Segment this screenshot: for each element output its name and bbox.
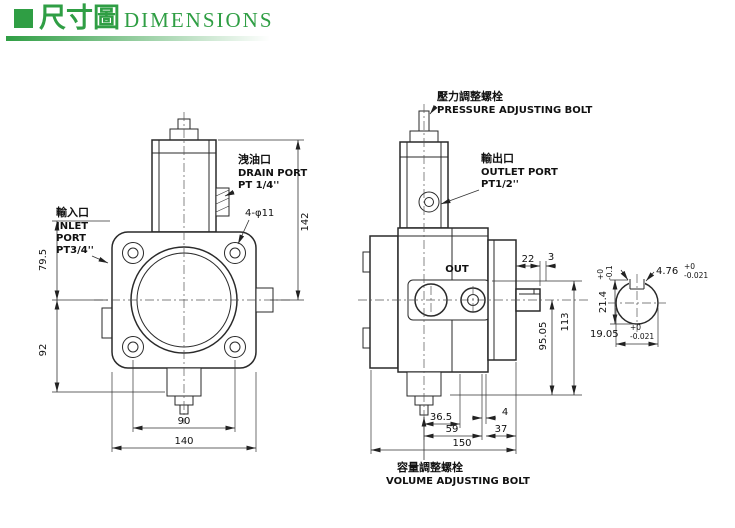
page-title-en: DIMENSIONS [124, 7, 274, 32]
inlet-port-cjk: 輸入口 [56, 205, 89, 219]
dim-150-label: 150 [452, 438, 471, 449]
drain-port-boss [215, 187, 230, 217]
pressure-bolt-en: PRESSURE ADJUSTING BOLT [437, 105, 592, 116]
dim-140-label: 140 [174, 436, 193, 447]
dim-142: 142 [218, 139, 311, 301]
outlet-port-en: OUTLET PORT [481, 167, 558, 178]
inlet-port-en2: PORT [56, 233, 86, 244]
dim-4: 4 [472, 374, 508, 440]
dim-diameter-label: 19.05 [590, 329, 619, 340]
dim-113-label: 113 [560, 312, 571, 331]
dim-90-label: 90 [178, 416, 191, 427]
title-bullet-icon [14, 8, 33, 28]
drain-port-en: DRAIN PORT [238, 168, 307, 179]
dim-59-label: 59 [446, 424, 459, 435]
dim-key-width-label: 4.76 [656, 266, 678, 277]
dim-diameter-tol-minus: -0.021 [630, 332, 654, 341]
dim-22: 22 [516, 254, 541, 286]
inlet-port-en1: INLET [56, 221, 88, 232]
mounting-flange [369, 235, 399, 369]
dim-diameter: 19.05 +0 -0.021 [590, 308, 659, 347]
volume-bolt-cjk: 容量調整螺栓 [396, 460, 463, 474]
dim-37: 37 [486, 362, 517, 454]
dim-key-width-tol-plus: +0 [684, 262, 695, 271]
inlet-port-callout: 輸入口 INLET PORT PT3/4'' [56, 205, 109, 264]
dim-22-label: 22 [522, 254, 535, 265]
dim-key-height-label: 21.4 [598, 291, 609, 313]
bolt-holes-label: 4-φ11 [245, 208, 274, 219]
inlet-port-size: PT3/4'' [56, 245, 94, 256]
dim-92-label: 92 [38, 344, 49, 357]
dim-150: 150 [370, 370, 516, 454]
drain-port-size: PT 1/4'' [238, 180, 279, 191]
page-title-cjk: 尺寸圖 [39, 3, 120, 33]
drain-port-cjk: 洩油口 [238, 152, 271, 166]
dim-95-05-label: 95.05 [538, 322, 549, 351]
dim-142-label: 142 [300, 212, 311, 231]
side-view: OUT 22 3 95.05 [358, 89, 592, 487]
dim-79-5: 79.5 [38, 220, 110, 301]
outlet-port-cjk: 輸出口 [481, 151, 514, 165]
title-underline [6, 35, 270, 41]
volume-bolt-callout: 容量調整螺栓 VOLUME ADJUSTING BOLT [386, 417, 530, 487]
dim-diameter-tol-plus: +0 [630, 323, 641, 332]
shaft-detail: 4.76 +0 -0.021 21.4 +0 -0.1 19 [590, 262, 708, 347]
outlet-port-callout: 輸出口 OUTLET PORT PT1/2'' [440, 151, 558, 205]
dim-key-height-tol-plus: +0 [596, 269, 605, 280]
dim-79-5-label: 79.5 [38, 249, 49, 271]
dim-59: 59 [424, 424, 482, 439]
inlet-boss [101, 307, 113, 339]
drain-port-callout: 洩油口 DRAIN PORT PT 1/4'' [224, 152, 307, 197]
out-port-label: OUT [445, 264, 469, 275]
outlet-port-circle [418, 191, 440, 213]
dim-37-label: 37 [495, 424, 508, 435]
outlet-port-size: PT1/2'' [481, 179, 519, 190]
dim-113: 113 [492, 280, 582, 395]
pressure-bolt-callout: 壓力調整螺栓 PRESSURE ADJUSTING BOLT [429, 89, 592, 116]
dim-key-width: 4.76 +0 -0.021 [620, 262, 708, 282]
dim-140: 140 [111, 372, 257, 452]
bolt-holes-callout: 4-φ11 [237, 208, 274, 245]
dim-key-height-tol-minus: -0.1 [605, 265, 614, 280]
dim-36-5-label: 36.5 [430, 412, 452, 423]
dim-3: 3 [545, 252, 556, 281]
pressure-bolt-cjk: 壓力調整螺栓 [437, 89, 503, 103]
dim-key-width-tol-minus: -0.021 [684, 271, 708, 280]
dim-92: 92 [38, 300, 165, 393]
page-header: 尺寸圖 DIMENSIONS [6, 3, 306, 41]
front-view: 142 79.5 92 [38, 112, 311, 452]
dim-90: 90 [132, 360, 236, 432]
volume-bolt-en: VOLUME ADJUSTING BOLT [386, 476, 530, 487]
dim-3-label: 3 [548, 252, 554, 263]
dim-4-label: 4 [502, 407, 508, 418]
dim-key-height: 21.4 +0 -0.1 [596, 265, 635, 325]
